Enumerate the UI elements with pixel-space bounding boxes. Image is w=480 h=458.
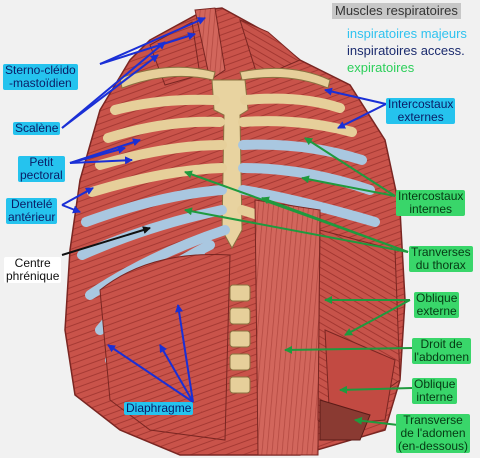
transverse-abdominis-muscle (319, 399, 371, 441)
sternocleidomastoid-muscle (194, 7, 226, 81)
rectus-abdominis-muscle (254, 199, 321, 456)
centre-phrenique-arrow (61, 226, 151, 256)
neck-right-muscle (239, 19, 301, 79)
green-arrows (184, 137, 413, 426)
blue-arrows (61, 17, 387, 403)
legend-item-expiratory: expiratoires (347, 60, 415, 75)
label-sternocleidomastoid: Sterno-cléido-mastoïdien (3, 63, 78, 90)
vertebral-column (229, 284, 251, 394)
legend-title: Muscles respiratoires (332, 3, 461, 19)
legend-item-major-inspiratory: inspiratoires majeurs (347, 26, 467, 41)
label-scalene: Scalène (13, 121, 61, 135)
label-diaphragme: Diaphragme (124, 401, 194, 415)
internal-oblique-muscle (324, 329, 396, 426)
legend-item-accessory-inspiratory: inspiratoires access. (347, 43, 465, 58)
